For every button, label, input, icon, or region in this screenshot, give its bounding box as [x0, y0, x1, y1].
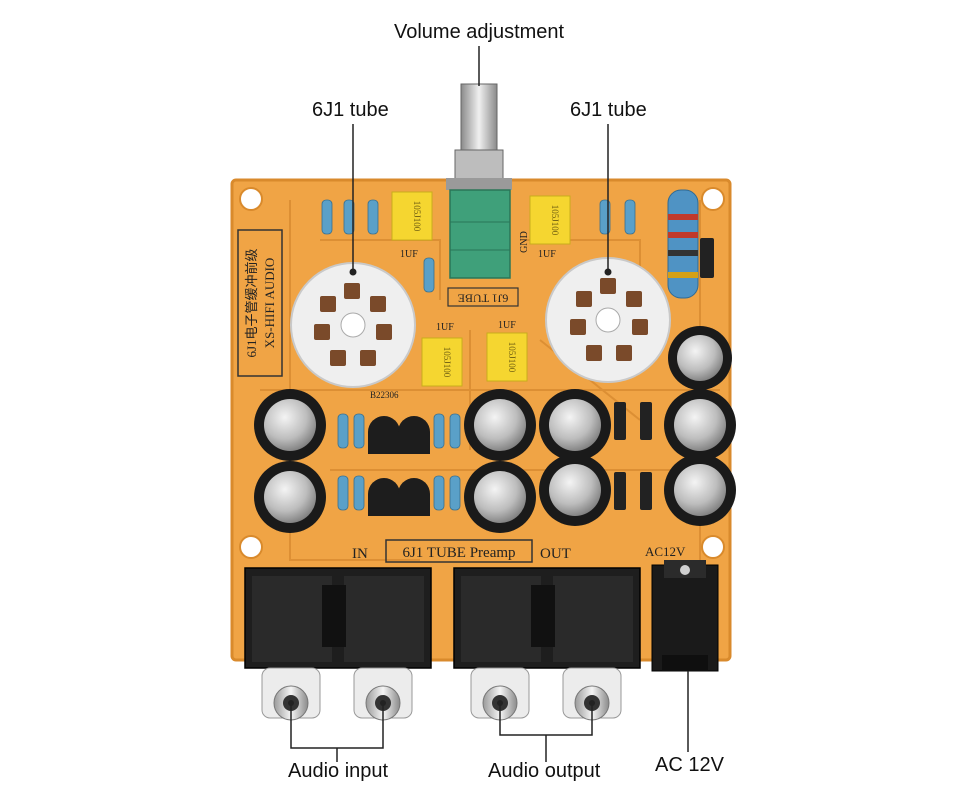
- film-cap: [529, 195, 571, 245]
- silkscreen-tube-label: 6J1 TUBE: [458, 291, 509, 305]
- callout-volume: Volume adjustment: [394, 21, 565, 43]
- silkscreen-1uf-label: 1UF: [538, 249, 556, 260]
- mounting-holes: [239, 187, 725, 559]
- callout-audio-output: Audio output: [488, 760, 601, 782]
- tube-socket-right: [545, 257, 671, 383]
- tube-label-box: [447, 287, 519, 307]
- film-cap-code: 105J100: [412, 201, 422, 232]
- dc-power-jack: [651, 560, 719, 672]
- mounting-hole: [701, 535, 725, 559]
- silkscreen-brand: XS-HIFI AUDIO: [262, 258, 277, 349]
- callout-dots: [288, 268, 612, 706]
- callout-lines: [290, 46, 689, 762]
- rca-output-block: [453, 567, 641, 721]
- resistors: [321, 189, 699, 511]
- silkscreen-1uf-label: 1UF: [498, 320, 516, 331]
- silkscreen-ac12v: AC12V: [645, 544, 686, 559]
- silkscreen-1uf-label: 1UF: [400, 249, 418, 260]
- electrolytic-capacitors: [254, 326, 736, 533]
- film-cap: [391, 191, 433, 241]
- film-cap: [421, 337, 463, 387]
- silkscreen-board-label: 6J1 TUBE Preamp: [402, 545, 515, 561]
- film-cap-code: 105J100: [550, 205, 560, 236]
- silkscreen-out: OUT: [540, 546, 571, 562]
- callout-audio-input: Audio input: [288, 760, 389, 782]
- film-capacitors: 105J100 105J100 105J100 105J100: [391, 191, 571, 387]
- film-cap-code: 105J100: [442, 347, 452, 378]
- pot-shaft: [460, 83, 498, 153]
- mounting-hole: [239, 187, 263, 211]
- title-box: [237, 229, 283, 377]
- silkscreen-serial: B22306: [370, 390, 399, 400]
- diodes: [614, 238, 714, 510]
- callout-tube-left: 6J1 tube: [312, 99, 389, 121]
- callout-tube-right: 6J1 tube: [570, 99, 647, 121]
- pot-body: [449, 189, 511, 279]
- silkscreen-in: IN: [352, 546, 368, 562]
- tube-socket-left: [290, 262, 416, 388]
- pot-thread: [454, 149, 504, 181]
- transistors: [368, 416, 430, 516]
- rca-input-block: [244, 567, 432, 721]
- silkscreen-gnd: GND: [519, 231, 530, 253]
- mounting-hole: [239, 535, 263, 559]
- film-cap-code: 105J100: [507, 342, 517, 373]
- mounting-hole: [701, 187, 725, 211]
- pot-bracket: [446, 178, 512, 190]
- silkscreen-title-cn: 6J1电子管缓冲前级: [244, 248, 259, 357]
- board-label-box: [385, 539, 533, 563]
- callout-ac: AC 12V: [655, 754, 724, 776]
- silkscreen-1uf-label: 1UF: [436, 322, 454, 333]
- film-cap: [486, 332, 528, 382]
